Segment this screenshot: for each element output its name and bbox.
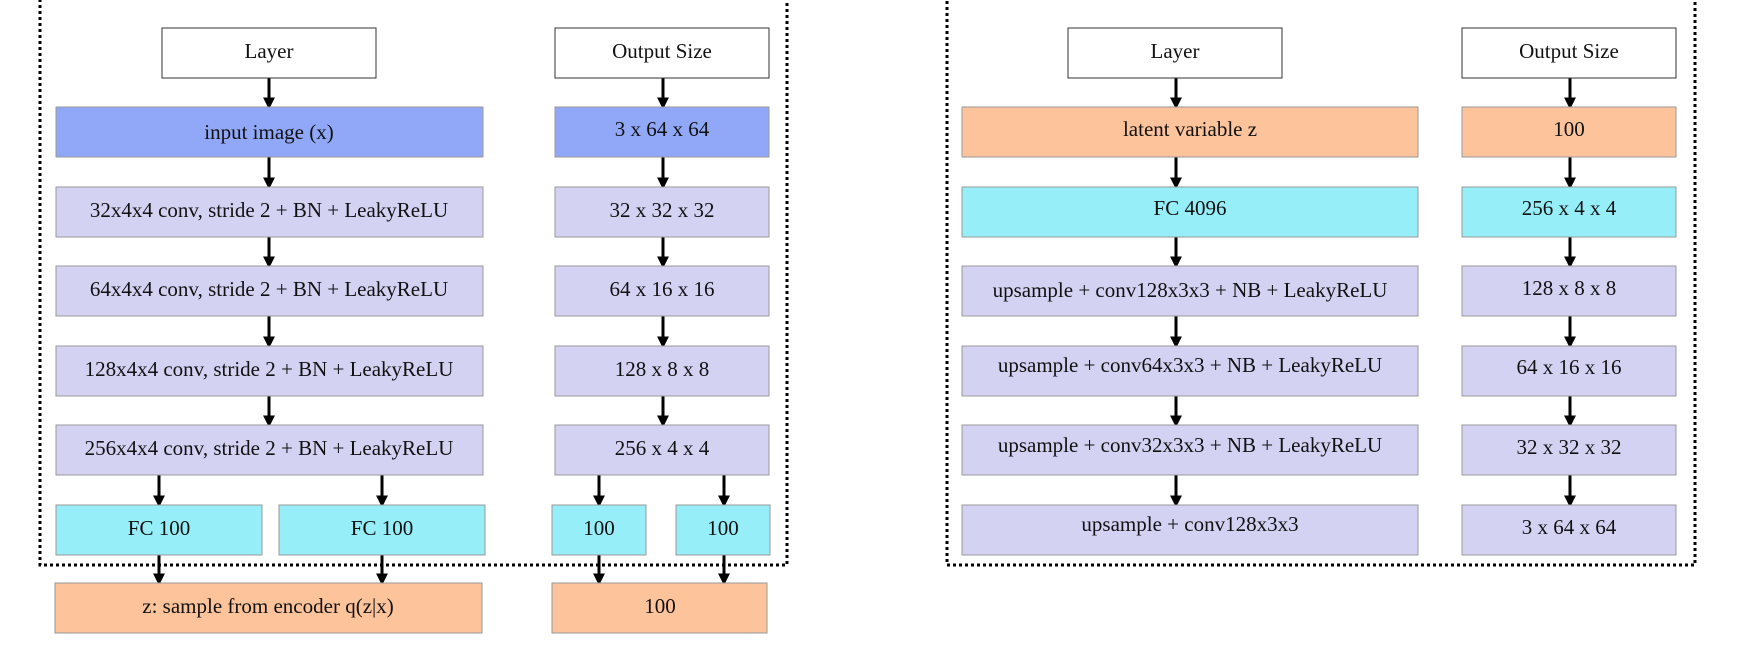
decoder-size-box	[1461, 424, 1677, 476]
encoder-layer-header-box	[161, 27, 377, 79]
encoder-sample-label: z: sample from encoder q(z|x)	[142, 594, 393, 618]
encoder-size-box	[554, 106, 770, 158]
decoder-size-label: 64 x 16 x 16	[1517, 355, 1622, 379]
decoder-layer-header: Layer	[1151, 39, 1200, 63]
encoder-layer-label: 64x4x4 conv, stride 2 + BN + LeakyReLU	[90, 277, 448, 301]
encoder-fc-size-label: 100	[583, 516, 615, 540]
encoder-sample-size-label: 100	[644, 594, 676, 618]
decoder-layer-label: upsample + conv128x3x3	[1081, 512, 1298, 536]
encoder-panel: Layer Output Size input image (x) 32x4x4…	[38, 0, 789, 634]
encoder-fc-size-box	[551, 504, 647, 556]
encoder-fc-box	[55, 504, 263, 556]
decoder-layer-label: FC 4096	[1154, 196, 1227, 220]
decoder-size-box	[1461, 106, 1677, 158]
decoder-size-label: 100	[1553, 117, 1585, 141]
encoder-size-label: 256 x 4 x 4	[615, 436, 710, 460]
encoder-size-box	[554, 424, 770, 476]
encoder-layer-label: input image (x)	[204, 120, 333, 144]
decoder-panel: Layer Output Size latent variable z FC 4…	[945, 0, 1697, 567]
encoder-arrows	[153, 78, 730, 586]
decoder-frame	[945, 0, 1697, 567]
decoder-layer-box	[961, 424, 1419, 476]
encoder-fc-label: FC 100	[128, 516, 190, 540]
decoder-size-label: 256 x 4 x 4	[1522, 196, 1617, 220]
encoder-fc-size-box	[675, 504, 771, 556]
encoder-layer-label: 128x4x4 conv, stride 2 + BN + LeakyReLU	[85, 357, 454, 381]
decoder-layer-label: upsample + conv64x3x3 + NB + LeakyReLU	[998, 353, 1382, 377]
encoder-fc-size-label: 100	[707, 516, 739, 540]
encoder-fc-label: FC 100	[351, 516, 413, 540]
decoder-size-label: 3 x 64 x 64	[1522, 515, 1617, 539]
decoder-size-header-box	[1461, 27, 1677, 79]
decoder-size-label: 32 x 32 x 32	[1517, 435, 1622, 459]
encoder-size-header-box	[554, 27, 770, 79]
encoder-layer-label: 256x4x4 conv, stride 2 + BN + LeakyReLU	[85, 436, 454, 460]
decoder-layer-box	[961, 504, 1419, 556]
encoder-layer-box	[55, 106, 484, 158]
encoder-size-label: 3 x 64 x 64	[615, 117, 710, 141]
encoder-size-box	[554, 345, 770, 397]
decoder-layer-box	[961, 265, 1419, 317]
decoder-size-box	[1461, 265, 1677, 317]
decoder-layer-box	[961, 186, 1419, 238]
decoder-layer-box	[961, 106, 1419, 158]
encoder-layer-label: 32x4x4 conv, stride 2 + BN + LeakyReLU	[90, 198, 448, 222]
encoder-layer-box	[55, 265, 484, 317]
decoder-layer-label: upsample + conv32x3x3 + NB + LeakyReLU	[998, 433, 1382, 457]
decoder-layer-label: latent variable z	[1123, 117, 1257, 141]
encoder-size-label: 64 x 16 x 16	[610, 277, 715, 301]
decoder-layer-box	[961, 345, 1419, 397]
encoder-size-label: 32 x 32 x 32	[610, 198, 715, 222]
encoder-size-label: 128 x 8 x 8	[615, 357, 710, 381]
encoder-sample-size-box	[551, 582, 768, 634]
encoder-size-box	[554, 186, 770, 238]
encoder-layer-header: Layer	[245, 39, 294, 63]
decoder-layer-label: upsample + conv128x3x3 + NB + LeakyReLU	[993, 278, 1388, 302]
encoder-fc-box	[278, 504, 486, 556]
encoder-layer-box	[55, 345, 484, 397]
encoder-size-header: Output Size	[612, 39, 712, 63]
encoder-layer-box	[55, 186, 484, 238]
decoder-layer-header-box	[1067, 27, 1283, 79]
decoder-arrows	[1170, 78, 1576, 508]
encoder-frame	[38, 0, 789, 567]
decoder-size-box	[1461, 186, 1677, 238]
decoder-size-header: Output Size	[1519, 39, 1619, 63]
encoder-size-box	[554, 265, 770, 317]
encoder-layer-box	[55, 424, 484, 476]
decoder-size-label: 128 x 8 x 8	[1522, 276, 1617, 300]
decoder-size-box	[1461, 345, 1677, 397]
encoder-sample-box	[54, 582, 483, 634]
decoder-size-box	[1461, 504, 1677, 556]
